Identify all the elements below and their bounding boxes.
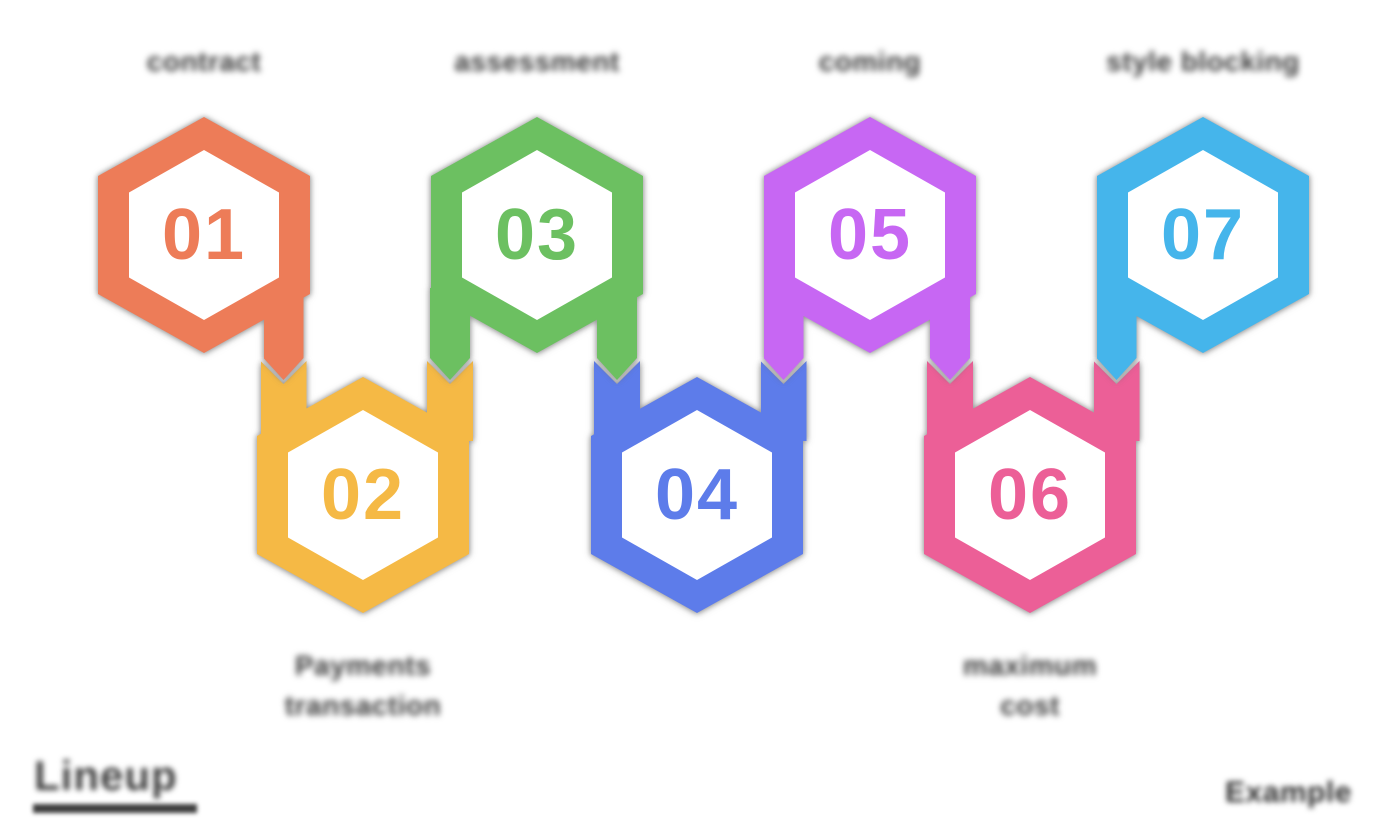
connector-06-to-05-prong — [927, 361, 973, 441]
connector-06-to-07-prong — [1093, 361, 1140, 441]
step-label-line: transaction — [284, 690, 442, 721]
connector-05-to-06-tail — [930, 288, 970, 380]
connector-05-to-04-tail — [764, 288, 804, 380]
step-hexagon — [257, 377, 469, 613]
step-number: 06 — [987, 455, 1073, 535]
step-05-label: coming — [819, 42, 922, 82]
step-label-line: style blocking — [1106, 46, 1300, 77]
step-hexagon — [924, 377, 1136, 613]
step-06-label: maximum cost — [963, 646, 1097, 726]
logo-text: Lineup — [34, 752, 178, 799]
step-02-label: Payments transaction — [285, 646, 441, 726]
step-hexagon — [98, 117, 310, 353]
step-label-line: maximum — [962, 650, 1098, 681]
step-label-line: contract — [146, 46, 262, 77]
connector-04-to-03-prong — [594, 361, 640, 441]
step-label-line: cost — [1000, 690, 1060, 721]
step-number: 02 — [320, 455, 406, 535]
step-label-line: assessment — [454, 46, 620, 77]
step-hexagon — [764, 117, 976, 353]
step-hexagon — [431, 117, 643, 353]
step-hexagon-inner: 01 — [129, 150, 279, 320]
watermark-text: Example — [1225, 776, 1352, 809]
connector-03-to-04-tail — [597, 288, 637, 380]
connector-07-to-06-tail — [1097, 288, 1137, 380]
step-hexagon-inner: 07 — [1128, 150, 1278, 320]
step-hexagon — [591, 377, 803, 613]
connector-01-to-02-tail — [264, 288, 304, 380]
step-hexagon-inner: 05 — [795, 150, 945, 320]
connector-03-to-02-tail — [430, 288, 470, 380]
connector-02-to-03-prong — [427, 361, 473, 441]
step-hexagon-inner: 03 — [462, 150, 612, 320]
logo-underline — [33, 804, 197, 813]
step-number: 04 — [654, 455, 740, 535]
connector-04-to-05-prong — [760, 361, 807, 441]
step-07-label: style blocking — [1106, 42, 1300, 82]
step-01-label: contract — [147, 42, 261, 82]
step-number: 03 — [494, 195, 580, 275]
step-hexagon-inner: 02 — [288, 410, 438, 580]
step-03-label: assessment — [454, 42, 619, 82]
step-number: 01 — [161, 195, 247, 275]
step-hexagon-inner: 06 — [955, 410, 1105, 580]
step-number: 07 — [1160, 195, 1246, 275]
step-number: 05 — [827, 195, 913, 275]
step-label-line: Payments — [294, 650, 432, 681]
step-label-line: coming — [818, 46, 922, 77]
step-hexagon-inner: 04 — [622, 410, 772, 580]
step-hexagon — [1097, 117, 1309, 353]
connector-02-to-01-prong — [260, 361, 307, 441]
